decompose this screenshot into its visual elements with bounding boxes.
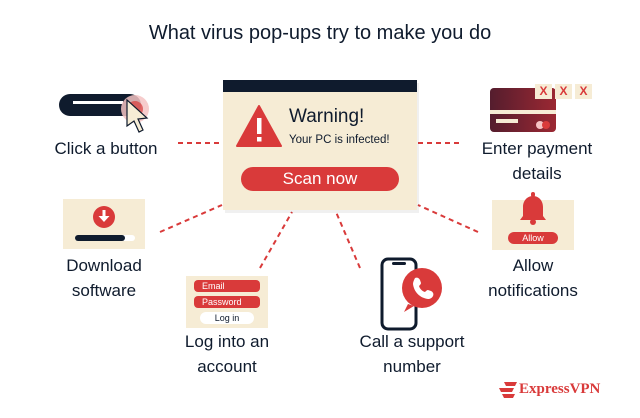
label-call-support: Call a support number	[346, 329, 478, 379]
allow-button[interactable]: Allow	[508, 232, 558, 244]
label-enter-payment-line1: Enter payment	[481, 139, 593, 158]
connector-download	[159, 204, 223, 233]
label-enter-payment-line2: details	[512, 164, 562, 183]
login-form-card: Email Password Log in	[186, 276, 268, 328]
label-allow-line1: Allow	[512, 256, 554, 275]
close-x-1[interactable]: X	[535, 84, 552, 99]
download-card	[63, 199, 145, 249]
label-download-software: Download software	[40, 253, 168, 303]
warning-popup: Warning! Your PC is infected! Scan now	[223, 80, 417, 210]
label-allow-line2: notifications	[488, 281, 578, 300]
credit-card-icon	[490, 88, 556, 132]
warning-title: Warning!	[289, 106, 365, 127]
label-call-line2: number	[383, 357, 441, 376]
email-field[interactable]: Email	[194, 280, 260, 292]
login-button[interactable]: Log in	[200, 312, 254, 324]
label-login-line2: account	[197, 357, 257, 376]
label-download-line1: Download	[66, 256, 142, 275]
download-progress-fill	[75, 235, 125, 241]
connector-login	[259, 211, 293, 269]
label-log-into-account: Log into an account	[160, 329, 294, 379]
label-download-line2: software	[71, 281, 137, 300]
connector-allow	[417, 204, 479, 233]
password-field[interactable]: Password	[194, 296, 260, 308]
download-arrow-icon	[93, 206, 115, 228]
label-allow-notifications: Allow notifications	[470, 253, 596, 303]
label-click-button: Click a button	[54, 139, 158, 158]
connector-call	[335, 211, 361, 269]
label-login-line1: Log into an	[184, 332, 270, 351]
popup-title-bar	[223, 80, 417, 92]
allow-notifications-card: Allow	[492, 192, 574, 250]
warning-triangle-icon	[236, 105, 282, 147]
label-enter-payment: Enter payment details	[462, 136, 612, 186]
warning-subtitle: Your PC is infected!	[289, 134, 390, 146]
expressvpn-logo-icon	[499, 382, 517, 398]
close-x-3[interactable]: X	[575, 84, 592, 99]
brand-name: ExpressVPN	[519, 381, 601, 397]
scan-now-button[interactable]: Scan now	[241, 167, 399, 191]
page-title: What virus pop-ups try to make you do	[148, 22, 492, 44]
bell-icon	[520, 192, 546, 225]
close-x-2[interactable]: X	[555, 84, 572, 99]
label-call-line1: Call a support	[359, 332, 465, 351]
phone-call-icon	[380, 257, 442, 331]
button-cursor-illustration	[59, 94, 149, 133]
